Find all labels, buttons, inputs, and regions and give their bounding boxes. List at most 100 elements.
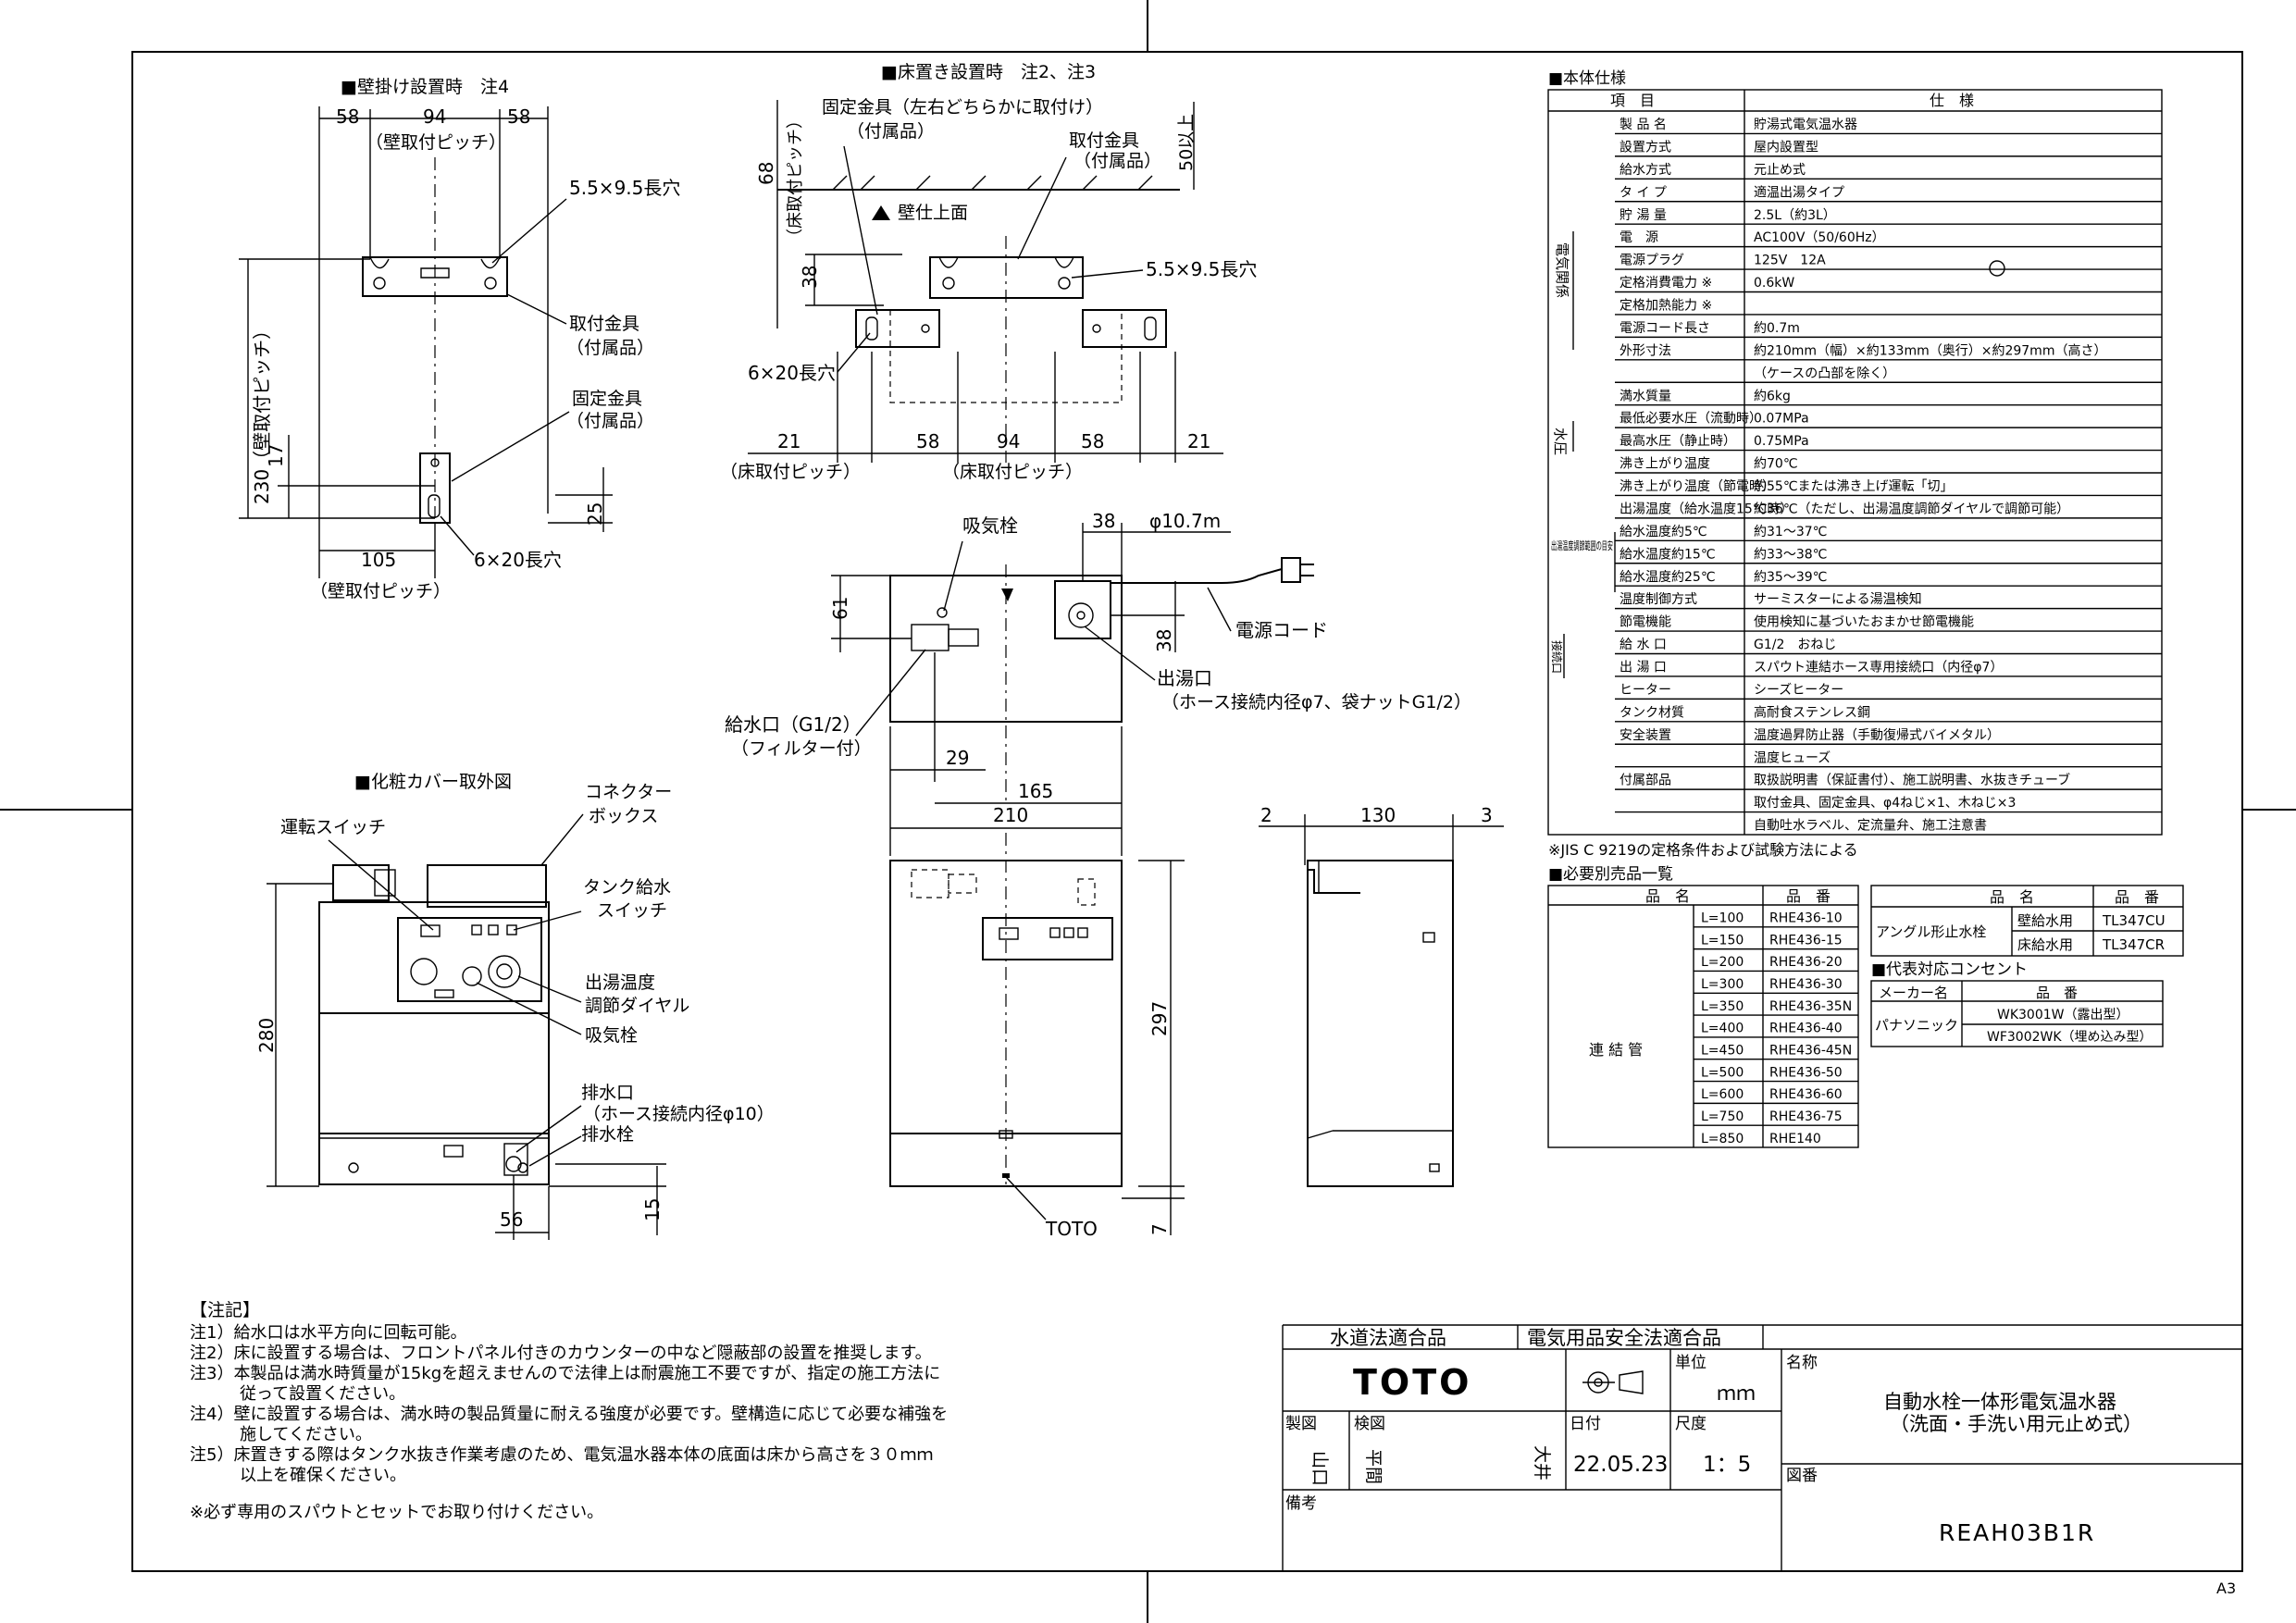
spec-row-value: AC100V（50/60Hz） <box>1754 230 1885 245</box>
cover-dim-56: 56 <box>500 1208 523 1231</box>
parts-row-length: L=150 <box>1701 933 1744 948</box>
spec-row-label: 電源プラグ <box>1620 254 1684 268</box>
spec-row-value: スパウト連結ホース専用接続口（内径φ7） <box>1754 660 2003 675</box>
note-line: 注5）床置きする際はタンク水抜き作業考慮のため、電気温水器本体の底面は床から高さ… <box>190 1445 933 1465</box>
spec-row-label: 給水方式 <box>1620 163 1671 178</box>
spec-group-range: 出湯温度調節範囲の目安 <box>1551 539 1613 552</box>
drawn-name: 山口 <box>1309 1451 1330 1486</box>
spec-row-label: 付属部品 <box>1620 774 1671 788</box>
spec-group-conn: 接続口 <box>1550 640 1564 674</box>
spec-row-value: 自動吐水ラベル、定流量弁、施工注意書 <box>1754 818 1987 834</box>
parts-row-length: L=400 <box>1701 1022 1744 1036</box>
top-dim-165: 165 <box>1018 780 1053 802</box>
checked-name-2: 大井 <box>1532 1445 1552 1481</box>
spec-row-label: タンク材質 <box>1620 705 1684 720</box>
floor-dim-94: 94 <box>997 430 1020 452</box>
spec-row-value: 高耐食ステンレス鋼 <box>1754 704 1870 720</box>
drawing-number-label: 図番 <box>1786 1467 1818 1485</box>
wall-slot-bottom: 6×20長穴 <box>474 549 562 571</box>
spec-row-value: 元止め式 <box>1754 163 1806 178</box>
note-line: 注2）床に設置する場合は、フロントパネル付きのカウンターの中など隠蔽部の設置を推… <box>190 1344 932 1363</box>
top-dim-38: 38 <box>1092 510 1115 532</box>
floor-dim-68: 68 <box>755 162 777 185</box>
outlet-maker: パナソニック <box>1875 1017 1958 1034</box>
cover-tank-switch: タンク給水 <box>583 877 671 898</box>
parts-row-length: L=850 <box>1701 1132 1744 1146</box>
wall-pitch-top: （壁取付ピッチ） <box>366 132 506 153</box>
checked-label: 検図 <box>1354 1415 1385 1433</box>
spec-row-value: （ケースの凸部を除く） <box>1754 366 1895 381</box>
floor-pitch-center: （床取付ピッチ） <box>942 462 1083 482</box>
outlet-row-2: WF3002WK（埋め込み型） <box>1987 1030 2153 1045</box>
outlet-header-maker: メーカー名 <box>1879 985 1948 1001</box>
spec-row-label: 安全装置 <box>1620 727 1671 743</box>
remarks-label: 備考 <box>1285 1494 1317 1513</box>
spec-row-value: 温度ヒューズ <box>1754 750 1831 765</box>
spec-row-label: 節電機能 <box>1620 614 1671 630</box>
floor-pitch-left: （床取付ピッチ） <box>720 462 861 482</box>
spec-row-label: ヒーター <box>1620 683 1671 698</box>
spec-row-label: 出湯温度（給水温度15℃時） <box>1620 501 1793 516</box>
spec-row-label: 貯 湯 量 <box>1620 207 1667 223</box>
top-outlet-sub: （ホース接続内径φ7、袋ナットG1/2） <box>1161 692 1471 712</box>
checked-name-1: 平間 <box>1363 1449 1384 1484</box>
parts-row-length: L=200 <box>1701 955 1744 970</box>
floor-fix-bracket-sub: （付属品） <box>847 121 935 142</box>
spec-row-value: 約210mm（幅）×約133mm（奥行）×約297mm（高さ） <box>1754 342 2106 358</box>
top-dim-38-side: 38 <box>1153 629 1175 652</box>
parts-header-name: 品 名 <box>1645 887 1690 905</box>
angle-row-2-code: TL347CR <box>2102 936 2165 953</box>
spec-row-value: 約36℃（ただし、出湯温度調節ダイヤルで調節可能） <box>1754 501 2069 516</box>
cover-dim-280: 280 <box>255 1018 278 1053</box>
top-air-valve: 吸気栓 <box>962 514 1018 537</box>
spec-row-value: 0.6kW <box>1754 276 1794 291</box>
parts-group: 連 結 管 <box>1589 1041 1643 1059</box>
cover-run-switch: 運転スイッチ <box>280 817 386 837</box>
wall-bracket-sub: （付属品） <box>566 338 654 358</box>
side-dim-130: 130 <box>1360 804 1396 826</box>
date-value: 22.05.23 <box>1573 1453 1668 1477</box>
product-name-1: 自動水栓一体形電気温水器 <box>1883 1391 2116 1413</box>
angle-header-name: 品 名 <box>1990 888 2034 906</box>
top-cord-label: 電源コード <box>1235 619 1328 641</box>
floor-dim-21-left: 21 <box>777 430 800 452</box>
angle-header-code: 品 番 <box>2115 888 2159 906</box>
top-inlet: 給水口（G1/2） <box>725 713 862 736</box>
spec-row-value: 125V 12A <box>1754 254 1826 268</box>
spec-row-value: 使用検知に基づいたおまかせ節電機能 <box>1754 614 1974 630</box>
spec-row-label: 電源コード長さ <box>1620 321 1710 336</box>
top-dim-61: 61 <box>829 597 851 620</box>
parts-row-length: L=500 <box>1701 1065 1744 1080</box>
wall-dim-105: 105 <box>361 549 396 571</box>
top-inlet-sub: （フィルター付） <box>731 738 872 759</box>
side-dim-3: 3 <box>1481 804 1493 826</box>
floor-view-title: ■床置き設置時 注2、注3 <box>881 62 1096 82</box>
spec-row-label: 沸き上がり温度 <box>1620 457 1710 472</box>
note-line: 施してください。 <box>190 1425 372 1444</box>
spec-rows: 項 目仕 様製 品 名貯湯式電気温水器設置方式屋内設置型給水方式元止め式タ イ … <box>1548 92 2162 834</box>
parts-row-code: RHE140 <box>1769 1132 1821 1146</box>
angle-name: アングル形止水栓 <box>1876 923 1986 940</box>
note-line: 注1）給水口は水平方向に回転可能。 <box>190 1323 466 1343</box>
spec-row-label: 給水温度約15℃ <box>1620 547 1716 562</box>
top-cord-dia: φ10.7m <box>1149 510 1221 532</box>
wall-dim-58-right: 58 <box>507 105 530 128</box>
side-view: 2 130 3 <box>1259 804 1504 1187</box>
cover-connector-2: ボックス <box>589 806 658 826</box>
name-label: 名称 <box>1786 1354 1818 1372</box>
spec-row-label: 製 品 名 <box>1620 118 1667 132</box>
spec-row-value: 0.07MPa <box>1754 412 1809 427</box>
spec-row-value: 約0.7m <box>1754 321 1800 336</box>
parts-row-code: RHE436-75 <box>1769 1109 1843 1124</box>
spec-row-value: 屋内設置型 <box>1754 140 1818 155</box>
floor-fix-bracket: 固定金具（左右どちらかに取付け） <box>822 97 1103 118</box>
spec-title: ■本体仕様 <box>1548 69 1626 88</box>
floor-bracket-sub: （付属品） <box>1074 151 1161 171</box>
note-line: 注3）本製品は満水時質量が15kgを超えませんので法律上は耐震施工不要ですが、指… <box>190 1364 940 1383</box>
notes-block: 【注記】 注1）給水口は水平方向に回転可能。注2）床に設置する場合は、フロントパ… <box>190 1300 948 1522</box>
spec-row-label: 定格加熱能力 ※ <box>1620 299 1712 314</box>
